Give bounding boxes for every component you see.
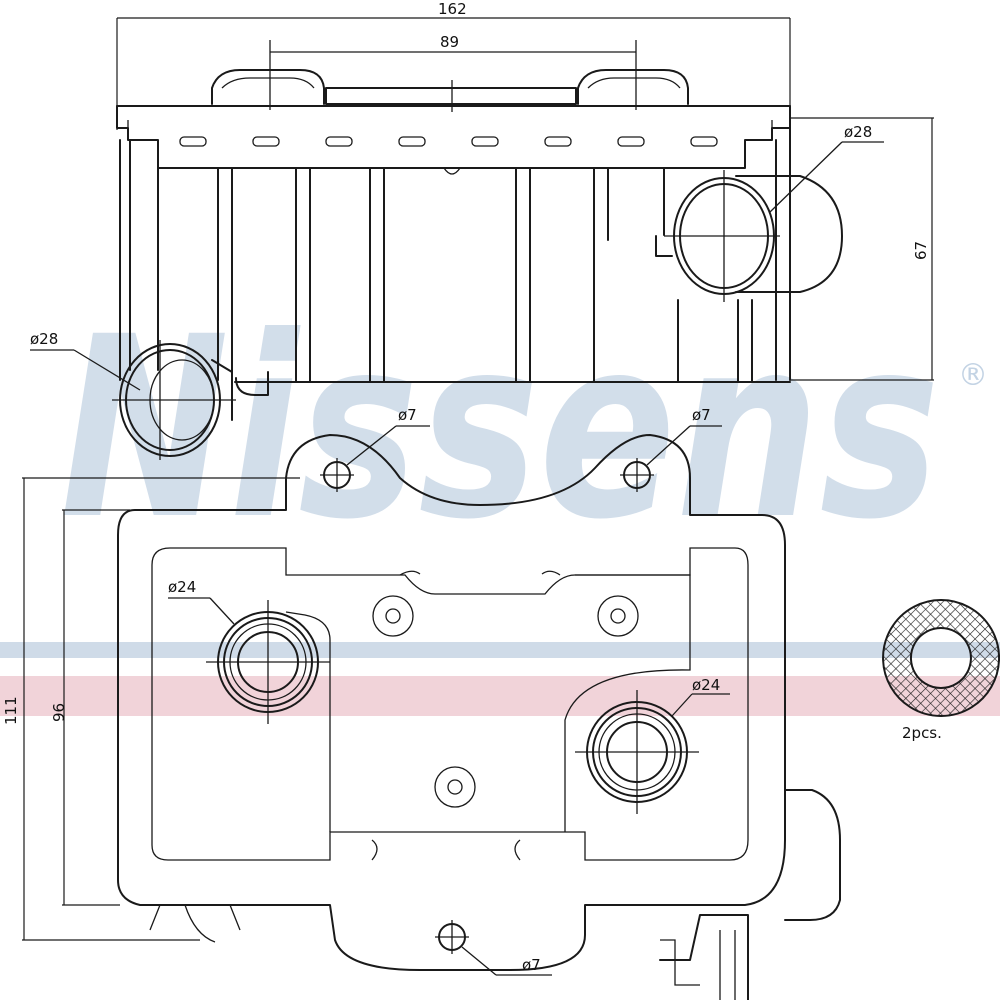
top-view: 162 89 — [30, 0, 934, 460]
callout-port-right: ø24 — [692, 676, 720, 694]
callout-mount-hole-bottom: ø7 — [522, 956, 541, 974]
mount-hole-bottom — [435, 920, 469, 954]
callout-port-left: ø24 — [168, 578, 196, 596]
callout-top-left-port: ø28 — [30, 330, 58, 348]
dim-height-top: 67 — [912, 241, 930, 260]
seal-quantity-label: 2pcs. — [902, 724, 942, 742]
watermark-band-pink — [0, 676, 1000, 716]
watermark-band-blue — [0, 642, 1000, 658]
watermark-brand: Nissens — [60, 283, 940, 574]
dim-overall-height: 111 — [2, 696, 20, 725]
mount-hole-right — [620, 458, 654, 492]
callout-top-right-port: ø28 — [844, 123, 872, 141]
port-right-dia24 — [575, 690, 699, 814]
callout-mount-hole-right: ø7 — [692, 406, 711, 424]
dim-inner-height: 96 — [50, 703, 68, 722]
callout-mount-hole-left: ø7 — [398, 406, 417, 424]
mount-hole-left — [320, 458, 354, 492]
port-left-dia24 — [206, 600, 330, 724]
pipe-right-dia28 — [655, 170, 843, 302]
bottom-view: 111 96 ø7 — [2, 406, 841, 1000]
dim-port-spacing: 89 — [440, 33, 459, 51]
pipe-left-dia28 — [112, 340, 236, 460]
watermark-registered-mark: ® — [958, 358, 988, 393]
seal-ring: 2pcs. — [882, 599, 1000, 742]
dim-overall-width: 162 — [438, 0, 467, 18]
